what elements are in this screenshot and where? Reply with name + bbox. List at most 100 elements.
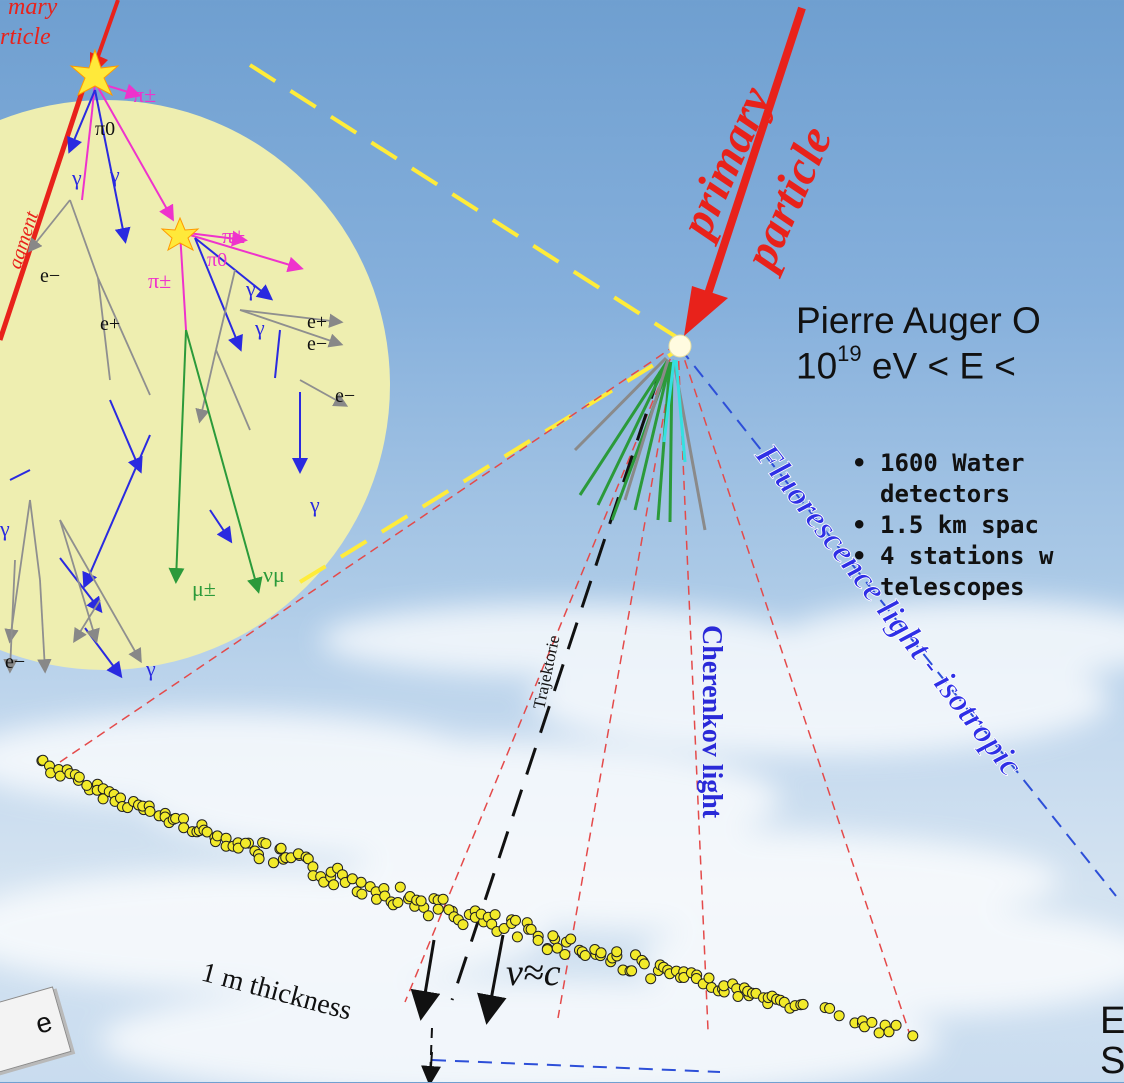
trajectory-label: Trajektorie bbox=[529, 634, 563, 711]
zoom-cascade: mary rticle agment π± π0 γ γ e− π± π0 π±… bbox=[0, 0, 355, 681]
energy-rest: eV < E < bbox=[861, 345, 1016, 387]
bullet-item: •4 stations w bbox=[852, 541, 1053, 572]
label-gamma-7: γ bbox=[145, 656, 156, 681]
fluorescence-line bbox=[679, 347, 1117, 897]
label-gamma-1: γ bbox=[71, 165, 82, 190]
shower-particle bbox=[551, 942, 563, 954]
label-gamma-5: γ bbox=[309, 492, 320, 517]
shower-particle bbox=[525, 923, 537, 935]
shower-origin bbox=[668, 334, 692, 358]
detector-line bbox=[431, 1059, 721, 1073]
shower-particle bbox=[638, 958, 650, 970]
shower-particle bbox=[240, 837, 251, 849]
shower-particle bbox=[833, 1010, 845, 1022]
shower-particle bbox=[703, 972, 715, 984]
shower-particle bbox=[356, 888, 368, 900]
bullet-item: •1600 Water bbox=[852, 448, 1053, 479]
observatory-bullets: •1600 Water detectors •1.5 km spac •4 st… bbox=[852, 448, 1053, 603]
bullet-text: 4 stations w bbox=[880, 542, 1054, 570]
shower-particle bbox=[565, 933, 577, 945]
interaction-star-1 bbox=[69, 48, 120, 97]
shower-particle bbox=[547, 930, 559, 942]
shower-particle bbox=[510, 914, 521, 926]
shower-particle bbox=[268, 857, 279, 869]
shower-particle bbox=[81, 779, 93, 791]
observatory-energy-range: 1019 eV < E < bbox=[796, 341, 1016, 387]
shower-particle bbox=[489, 909, 501, 921]
shower-particle bbox=[797, 998, 809, 1010]
thickness-arrow-bottom bbox=[421, 1051, 441, 1082]
shower-particle bbox=[824, 1002, 836, 1014]
shower-particle bbox=[890, 1019, 902, 1031]
energy-exponent: 19 bbox=[837, 341, 862, 366]
shower-particle bbox=[732, 991, 744, 1002]
interaction-star-2 bbox=[160, 216, 200, 252]
red-fan-lines bbox=[59, 344, 911, 1036]
partial-label-e: E bbox=[1100, 1000, 1124, 1042]
shower-particle bbox=[73, 771, 85, 783]
label-e-plus-2: e+ bbox=[307, 311, 327, 333]
shower-particle bbox=[392, 897, 404, 908]
shower-particle bbox=[260, 838, 272, 850]
label-nu-mu: νμ bbox=[263, 562, 285, 587]
label-pi-zero-2: π0 bbox=[207, 249, 227, 271]
shower-particle bbox=[355, 876, 367, 888]
zoom-line-top bbox=[248, 63, 680, 340]
shower-particle bbox=[178, 813, 189, 825]
label-pi-pm-1: π± bbox=[133, 82, 156, 107]
trajectory-line bbox=[450, 371, 662, 1001]
shower-tracks bbox=[573, 356, 707, 531]
shower-particle bbox=[394, 881, 406, 893]
label-e-plus-1: e+ bbox=[100, 313, 120, 335]
shower-particle bbox=[275, 842, 287, 854]
zoom-circle bbox=[0, 100, 390, 670]
shower-particle bbox=[559, 949, 571, 960]
bullet-item: detectors bbox=[852, 479, 1053, 510]
shower-particle bbox=[907, 1030, 919, 1042]
shower-particle bbox=[718, 980, 730, 992]
shower-particle bbox=[579, 950, 591, 961]
label-particle-top: rticle bbox=[0, 24, 51, 50]
bullet-text: 1.5 km spac bbox=[880, 511, 1039, 539]
shower-particle bbox=[144, 805, 156, 817]
label-e-minus-1: e− bbox=[40, 265, 60, 287]
label-gamma-3: γ bbox=[245, 276, 256, 301]
shower-particle bbox=[626, 965, 638, 977]
label-pi-zero-1: π0 bbox=[95, 118, 115, 140]
bullet-item: • 1.5 km spac bbox=[852, 510, 1053, 541]
bullet-marker: • bbox=[852, 449, 867, 477]
label-gamma-4: γ bbox=[254, 315, 265, 340]
label-gamma-6: γ bbox=[0, 516, 10, 541]
shower-particle bbox=[253, 853, 265, 865]
shower-particle bbox=[595, 947, 607, 959]
shower-particle bbox=[415, 895, 427, 907]
bullet-marker: • bbox=[852, 511, 867, 539]
label-e-minus-3: e− bbox=[335, 385, 355, 407]
shower-particle bbox=[201, 826, 213, 838]
partial-label-s: S bbox=[1100, 1040, 1124, 1082]
shower-particle bbox=[498, 923, 510, 934]
zoom-line-bottom bbox=[298, 348, 680, 584]
shower-particle bbox=[486, 918, 498, 930]
shower-particle bbox=[866, 1016, 878, 1028]
shower-front-particles bbox=[36, 754, 919, 1042]
label-mu-pm: μ± bbox=[192, 576, 216, 601]
bullet-text: detectors bbox=[880, 480, 1011, 508]
cherenkov-label: Cherenkov light bbox=[696, 625, 727, 819]
label-pi-pm-2: π± bbox=[222, 223, 245, 248]
note-box-text: e bbox=[31, 1005, 56, 1040]
shower-particle bbox=[511, 931, 523, 943]
energy-base: 10 bbox=[796, 345, 838, 387]
label-gamma-2: γ bbox=[109, 162, 120, 187]
label-e-minus-2: e− bbox=[307, 333, 327, 355]
label-pi-pm-3: π± bbox=[148, 268, 171, 293]
label-primary-top: mary bbox=[8, 0, 58, 20]
thickness-label: 1 m thickness bbox=[198, 957, 355, 1027]
speed-label: v≈c bbox=[506, 952, 561, 994]
shower-particle bbox=[432, 903, 444, 915]
shower-particle bbox=[422, 910, 434, 922]
shower-particle bbox=[328, 879, 340, 891]
primary-arrow bbox=[684, 6, 806, 336]
